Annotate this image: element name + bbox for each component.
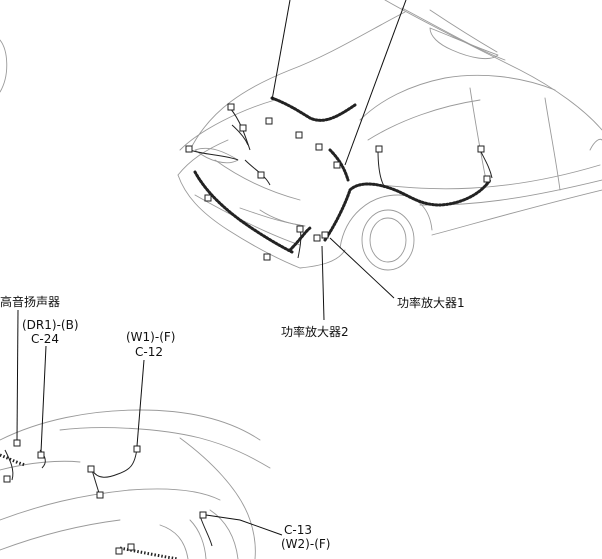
c13-code-label: (W2)-(F) [281,537,331,551]
leader-lines-bottom [16,309,283,536]
c13-id-label: C-13 [284,523,312,537]
c24-id-label: C-24 [31,332,59,346]
amp1-label: 功率放大器1 [397,296,465,310]
c24-code-label: (DR1)-(B) [22,318,79,332]
tweeter-label: 高音扬声器 [0,295,61,309]
leader-lines-top [271,0,407,321]
connectors-bottom [3,439,207,555]
car-top-body [0,0,602,271]
wires-top [189,107,493,259]
car-bottom-body [0,409,271,559]
amp2-label: 功率放大器2 [281,325,349,339]
c12-id-label: C-12 [135,345,163,359]
harness-top [193,96,492,254]
c12-code-label: (W1)-(F) [126,330,176,344]
connectors-top [185,103,491,261]
